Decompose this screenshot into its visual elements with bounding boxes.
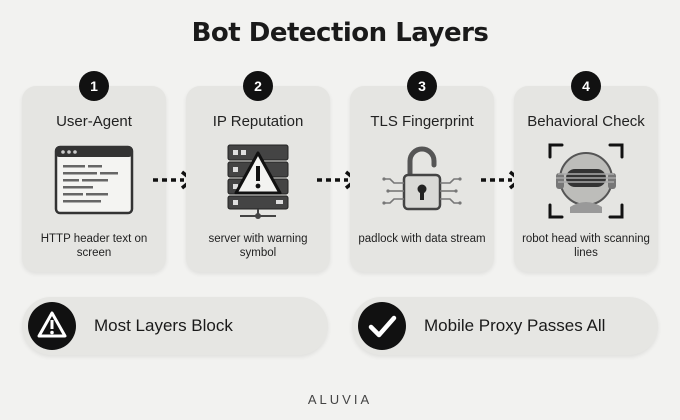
- outcome-mobile-proxy-passes-all: Mobile Proxy Passes All: [352, 297, 658, 355]
- outcome-most-layers-block: Most Layers Block: [22, 297, 328, 355]
- layer-card-ip-reputation: IP Reputation server with warning symbol: [186, 86, 330, 272]
- layer-title: TLS Fingerprint: [370, 113, 474, 130]
- outcome-label: Most Layers Block: [94, 316, 233, 335]
- step-badge-1: 1: [79, 71, 109, 101]
- page-title: Bot Detection Layers: [191, 18, 489, 48]
- server-warning-icon: [218, 141, 298, 221]
- browser-window-icon: [54, 141, 134, 221]
- robot-scan-icon: [546, 141, 626, 221]
- brand-logo: ALUVIA: [307, 392, 373, 407]
- padlock-stream-icon: [382, 141, 462, 221]
- warning-icon: [28, 302, 76, 350]
- layer-description: server with warning symbol: [208, 233, 308, 259]
- layer-card-behavioral-check: Behavioral Check robot head with scannin…: [514, 86, 658, 272]
- step-badge-3: 3: [407, 71, 437, 101]
- layer-description: HTTP header text on screen: [40, 233, 148, 259]
- layer-description: robot head with scanning lines: [522, 233, 650, 259]
- step-badge-2: 2: [243, 71, 273, 101]
- layer-title: User-Agent: [56, 113, 132, 130]
- outcome-label: Mobile Proxy Passes All: [424, 316, 606, 335]
- layer-title: IP Reputation: [212, 113, 304, 130]
- step-badge-4: 4: [571, 71, 601, 101]
- layer-title: Behavioral Check: [527, 113, 645, 130]
- layer-description: padlock with data stream: [358, 233, 486, 245]
- checkmark-icon: [358, 302, 406, 350]
- layer-card-user-agent: User-Agent HTTP header text on screen: [22, 86, 166, 272]
- layer-card-tls-fingerprint: TLS Fingerprint padlock with data stream: [350, 86, 494, 272]
